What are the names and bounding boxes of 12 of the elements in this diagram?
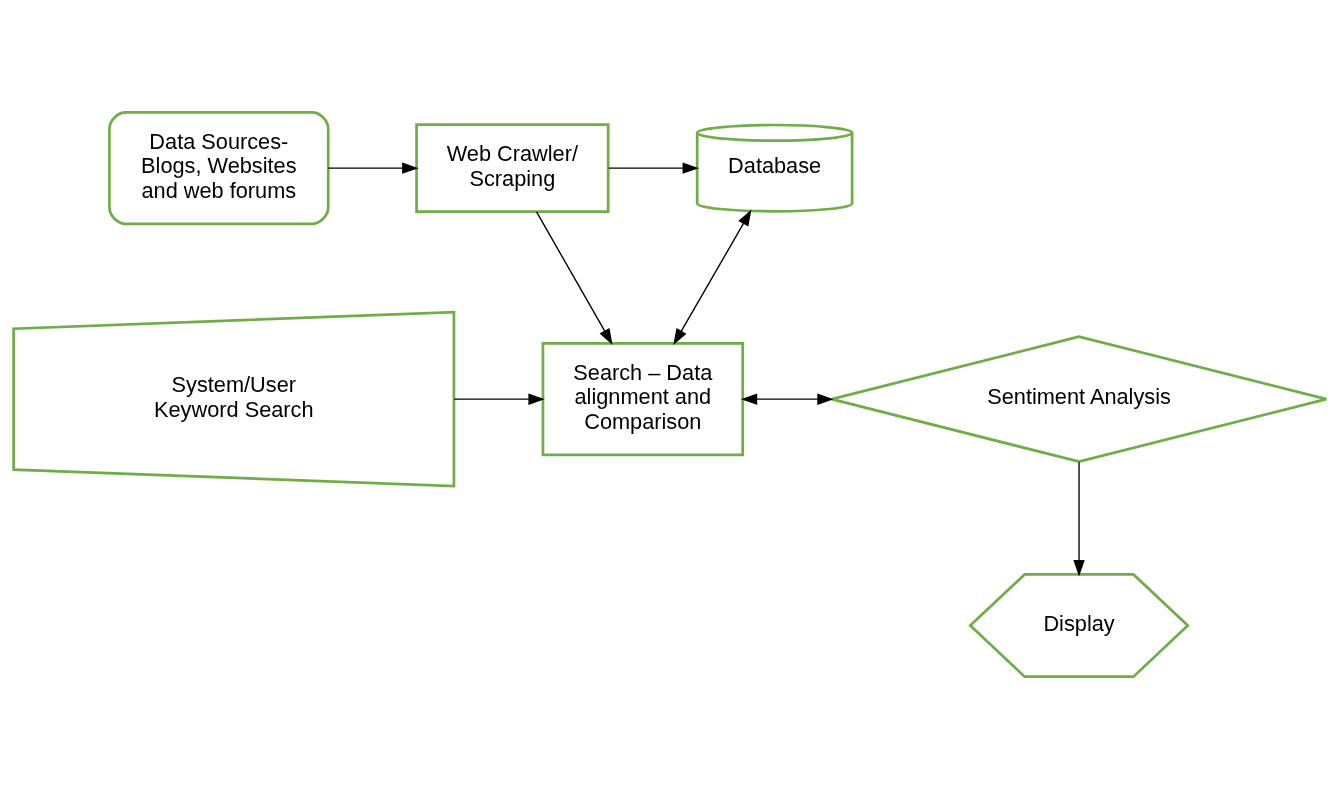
arrow xyxy=(740,393,834,405)
node-box: Data Sources- Blogs, Websites and web forums xyxy=(108,111,330,226)
node-box: Web Crawler/ Scraping xyxy=(415,123,610,213)
arrow xyxy=(608,162,699,174)
arrow xyxy=(673,209,752,346)
node-box: Search – Data alignment and Comparison xyxy=(541,342,745,457)
arrow xyxy=(535,211,613,345)
arrow xyxy=(453,393,545,405)
node-diamond: Sentiment Analysis xyxy=(830,335,1328,464)
arrow xyxy=(327,162,419,174)
arrow xyxy=(1073,461,1085,577)
node-box: System/User Keyword Search xyxy=(12,310,456,488)
